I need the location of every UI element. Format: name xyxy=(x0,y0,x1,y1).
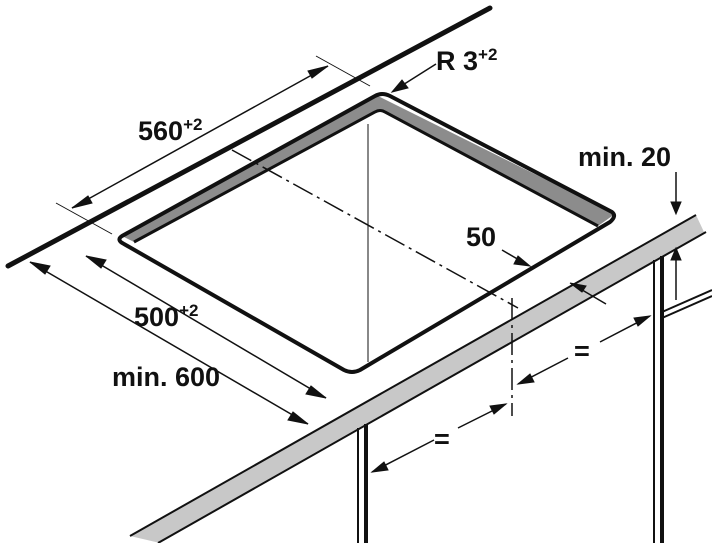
dimension-min-20 xyxy=(670,172,682,300)
label-cutout-depth: 560+2 xyxy=(138,115,202,146)
worktop-back-edge xyxy=(5,5,493,269)
label-cutout-width: 500+2 xyxy=(134,301,198,332)
hob-frame-inner xyxy=(133,109,599,244)
dimension-500 xyxy=(85,255,327,399)
dimension-equal-left xyxy=(370,403,508,473)
dimension-560 xyxy=(55,55,371,235)
worktop-front-edge-top xyxy=(129,214,697,537)
label-equal-right: = xyxy=(574,336,590,366)
worktop-front-edge xyxy=(130,215,704,543)
worktop-front-edge-bottom xyxy=(157,231,707,543)
label-equal-left: = xyxy=(434,424,450,454)
dimension-equal-right xyxy=(516,315,652,385)
centre-line-diagonal xyxy=(231,149,519,309)
cabinet-right-panel xyxy=(653,256,712,543)
label-radius: R 3+2 xyxy=(436,45,497,76)
dimension-min-600 xyxy=(29,261,309,425)
dimension-radius xyxy=(390,63,437,93)
label-edge-distance: 50 xyxy=(466,222,496,252)
label-worktop-depth: min. 600 xyxy=(112,362,220,392)
label-worktop-thickness: min. 20 xyxy=(578,142,671,172)
hob-frame-back-band xyxy=(122,96,615,242)
dimension-50 xyxy=(501,249,607,305)
cabinet-left-panel xyxy=(357,424,368,543)
hob-frame-outer xyxy=(117,92,617,374)
hob-cutout xyxy=(117,92,617,374)
